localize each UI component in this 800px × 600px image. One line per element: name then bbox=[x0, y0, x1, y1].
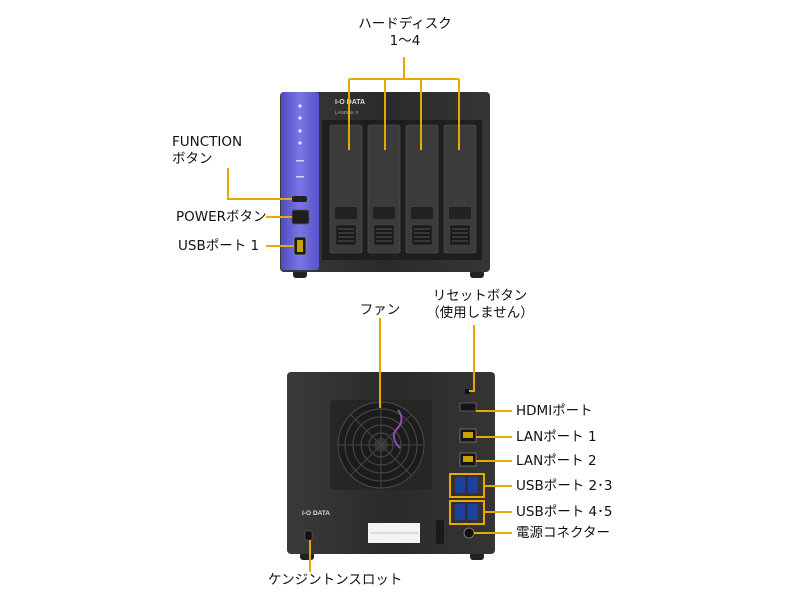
back-view: I-O DATA bbox=[287, 372, 495, 560]
dc-jack bbox=[463, 527, 475, 539]
label-function-line2: ボタン bbox=[172, 151, 213, 167]
label-function-line1: FUNCTION bbox=[172, 134, 243, 150]
label-reset-button: リセットボタン （使用しません） bbox=[424, 288, 536, 322]
label-reset-line1: リセットボタン bbox=[432, 288, 528, 304]
label-hdmi: HDMIポート bbox=[516, 403, 593, 419]
label-usb45: USBポート 4･5 bbox=[516, 504, 613, 520]
label-power-button: POWERボタン bbox=[176, 209, 267, 225]
label-function-button: FUNCTION ボタン bbox=[172, 134, 242, 168]
label-reset-line2: （使用しません） bbox=[426, 305, 534, 321]
label-usb1: USBポート 1 bbox=[178, 238, 260, 254]
label-lan2: LANポート 2 bbox=[516, 453, 597, 469]
front-panel bbox=[281, 92, 319, 270]
label-usb23: USBポート 2･3 bbox=[516, 478, 613, 494]
leader-lines bbox=[227, 57, 512, 572]
label-lan1: LANポート 1 bbox=[516, 429, 597, 445]
label-hard-disks-line1: ハードディスク bbox=[358, 16, 452, 32]
back-brand: I-O DATA bbox=[302, 510, 330, 517]
drive-trays bbox=[329, 124, 477, 254]
fan-grille bbox=[330, 400, 432, 490]
front-model: LANDISK X bbox=[335, 110, 359, 115]
hdmi-port bbox=[459, 402, 477, 412]
label-power-connector: 電源コネクター bbox=[516, 525, 610, 541]
label-hard-disks-line2: 1〜4 bbox=[389, 33, 421, 49]
label-kensington: ケンジントンスロット bbox=[268, 572, 403, 588]
label-hard-disks: ハードディスク 1〜4 bbox=[355, 16, 455, 50]
label-fan: ファン bbox=[359, 302, 401, 318]
function-button bbox=[292, 196, 307, 202]
power-button bbox=[291, 209, 310, 225]
kensington-slot-shape bbox=[304, 530, 313, 541]
front-brand: I-O DATA bbox=[335, 99, 365, 106]
reset-button-hole bbox=[465, 389, 470, 394]
